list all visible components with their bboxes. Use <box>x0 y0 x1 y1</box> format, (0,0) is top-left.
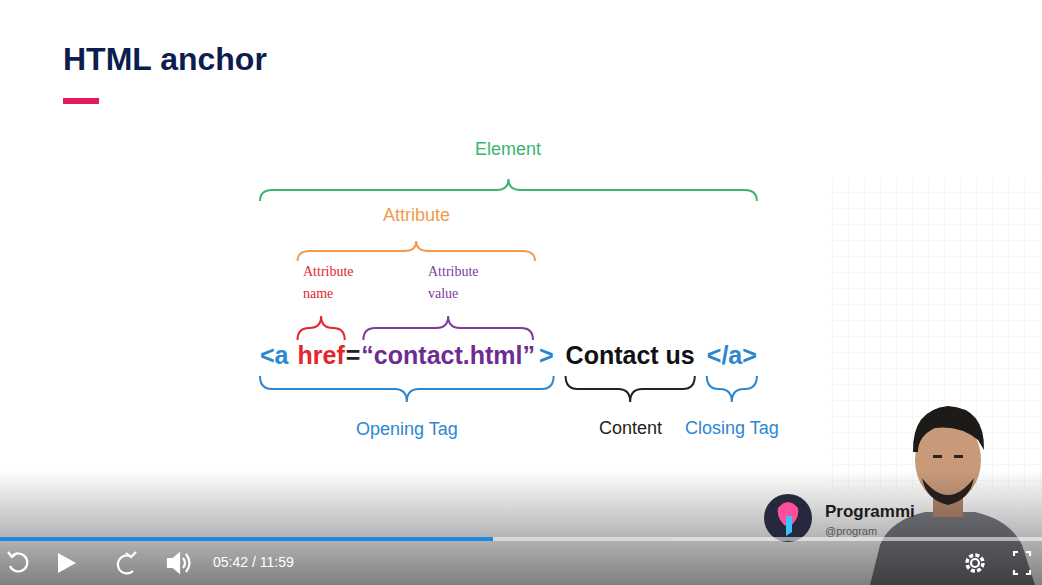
attribute-name-brace <box>298 316 345 340</box>
controls-shade <box>0 470 1042 585</box>
attribute-value: “contact.html” <box>361 340 535 370</box>
element-label: Element <box>475 139 541 161</box>
attribute-name: href <box>298 340 345 370</box>
opening-tag-label: Opening Tag <box>356 419 458 441</box>
slide-title: HTML anchor <box>63 40 267 78</box>
opening-tag-brace <box>260 376 554 402</box>
code-line: <a href=“contact.html”> Contact us </a> <box>260 340 757 370</box>
tag-open-bracket: <a <box>260 340 289 370</box>
attribute-name-label: Attribute name <box>303 261 369 305</box>
video-time: 05:42 / 11:59 <box>213 554 294 571</box>
channel-handle: @program <box>825 525 877 538</box>
progress-buffered <box>0 537 672 541</box>
closing-tag: </a> <box>707 340 757 370</box>
equals-sign: = <box>346 340 361 370</box>
content-brace <box>566 376 695 402</box>
attribute-value-brace <box>363 316 533 340</box>
channel-logo <box>764 494 812 542</box>
attribute-value-label: Attribute value <box>428 261 494 305</box>
content-label: Content <box>599 418 662 440</box>
closing-tag-label: Closing Tag <box>685 418 779 440</box>
attribute-brace <box>298 241 535 261</box>
attribute-label: Attribute <box>383 205 450 227</box>
play-icon <box>58 553 76 573</box>
closing-tag-brace <box>707 376 757 402</box>
content-text: Contact us <box>566 340 695 370</box>
element-brace <box>260 179 757 201</box>
tag-close-bracket: > <box>539 340 554 370</box>
progress-played <box>0 537 493 541</box>
player-controls <box>8 552 1030 574</box>
progress-track <box>0 537 1042 541</box>
channel-name: Programmi <box>825 502 915 522</box>
title-underline <box>63 98 99 104</box>
